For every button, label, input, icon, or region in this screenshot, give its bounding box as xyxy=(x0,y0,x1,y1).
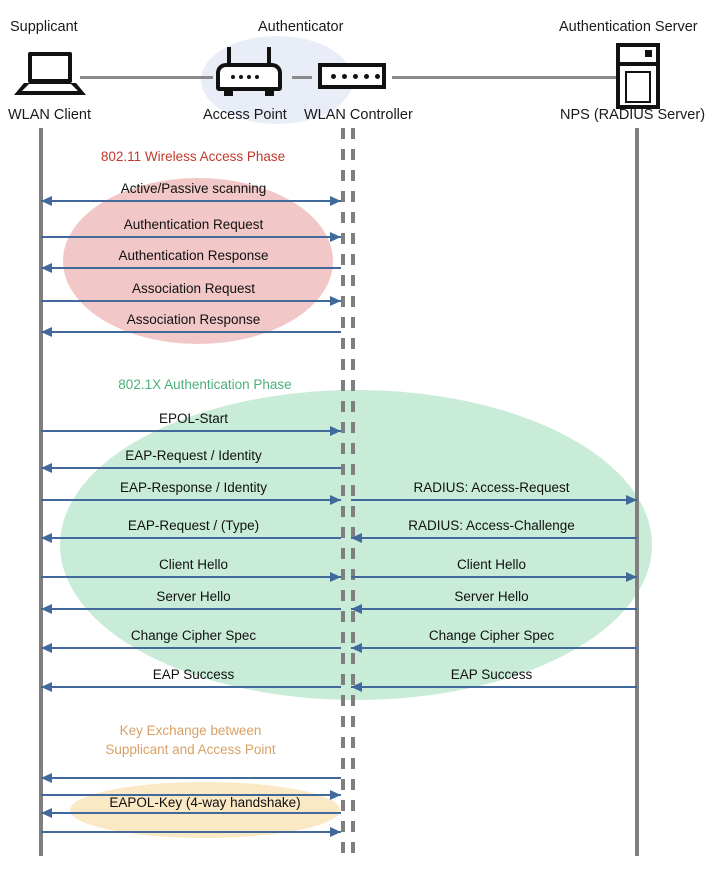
message-dot1x-authentication-right-arrowhead-4 xyxy=(626,572,637,582)
message-dot1x-authentication-right-label-2: RADIUS: Access-Request xyxy=(413,480,570,495)
message-wireless-access-left-arrowhead-0 xyxy=(330,196,341,206)
actor-device-wlan-controller: WLAN Controller xyxy=(304,107,413,123)
message-dot1x-authentication-left-label-0: EPOL-Start xyxy=(158,411,229,426)
message-key-exchange-left-arrowhead-0 xyxy=(41,773,52,783)
message-dot1x-authentication-right-line-6 xyxy=(351,647,637,649)
message-dot1x-authentication-left-label-2: EAP-Response / Identity xyxy=(119,480,268,495)
message-wireless-access-left-line-1 xyxy=(41,236,341,238)
message-dot1x-authentication-left-label-7: EAP Success xyxy=(152,667,235,682)
wire-client-to-ap xyxy=(80,76,213,79)
phase-label-key-exchange: Key Exchange between Supplicant and Acce… xyxy=(105,723,276,757)
phase-label-dot1x-authentication: 802.1X Authentication Phase xyxy=(118,377,292,392)
actor-role-supplicant: Supplicant xyxy=(10,19,78,35)
message-dot1x-authentication-left-line-2 xyxy=(41,499,341,501)
wire-ap-to-controller xyxy=(292,76,312,79)
actor-device-access-point: Access Point xyxy=(203,107,287,123)
message-wireless-access-left-line-2 xyxy=(41,267,341,269)
message-key-exchange-left-arrowhead-3 xyxy=(330,827,341,837)
laptop-icon xyxy=(14,52,86,96)
message-dot1x-authentication-left-arrowhead-4 xyxy=(330,572,341,582)
message-dot1x-authentication-right-line-3 xyxy=(351,537,637,539)
message-key-exchange-left-line-0 xyxy=(41,777,341,779)
message-dot1x-authentication-left-arrowhead-6 xyxy=(41,643,52,653)
message-dot1x-authentication-left-arrowhead-2 xyxy=(330,495,341,505)
message-dot1x-authentication-right-line-5 xyxy=(351,608,637,610)
message-wireless-access-left-label-3: Association Request xyxy=(131,281,256,296)
message-wireless-access-left-line-0 xyxy=(41,200,341,202)
message-wireless-access-left-label-2: Authentication Response xyxy=(118,248,269,263)
message-dot1x-authentication-right-line-7 xyxy=(351,686,637,688)
message-dot1x-authentication-left-label-3: EAP-Request / (Type) xyxy=(127,518,260,533)
message-dot1x-authentication-left-line-3 xyxy=(41,537,341,539)
message-dot1x-authentication-left-arrowhead-0 xyxy=(330,426,341,436)
phase-ellipse-dot1x-authentication xyxy=(60,390,652,700)
message-dot1x-authentication-left-arrowhead-1 xyxy=(41,463,52,473)
wireless-access-point-icon xyxy=(216,47,282,97)
phase-ellipse-key-exchange xyxy=(70,782,340,838)
message-dot1x-authentication-left-label-5: Server Hello xyxy=(156,589,231,604)
message-key-exchange-left-line-3 xyxy=(41,831,341,833)
message-key-exchange-left-arrowhead-1 xyxy=(330,790,341,800)
message-wireless-access-left-arrowhead-2 xyxy=(41,263,52,273)
message-dot1x-authentication-right-label-3: RADIUS: Access-Challenge xyxy=(408,518,575,533)
message-wireless-access-left-label-4: Association Response xyxy=(126,312,261,327)
wire-controller-to-server xyxy=(392,76,616,79)
message-dot1x-authentication-left-label-6: Change Cipher Spec xyxy=(130,628,257,643)
message-wireless-access-left-line-3 xyxy=(41,300,341,302)
actor-device-nps-radius-server: NPS (RADIUS Server) xyxy=(560,107,706,123)
message-wireless-access-left-line-4 xyxy=(41,331,341,333)
actor-device-wlan-client: WLAN Client xyxy=(8,107,91,123)
message-dot1x-authentication-right-label-7: EAP Success xyxy=(450,667,533,682)
message-dot1x-authentication-left-line-4 xyxy=(41,576,341,578)
message-wireless-access-left-arrowhead-4 xyxy=(41,327,52,337)
message-dot1x-authentication-right-label-4: Client Hello xyxy=(456,557,527,572)
message-key-exchange-left-arrowhead-2 xyxy=(41,808,52,818)
message-dot1x-authentication-left-label-1: EAP-Request / Identity xyxy=(125,448,262,463)
lifeline-supplicant xyxy=(39,128,43,856)
lifeline-authentication-server xyxy=(635,128,639,856)
message-dot1x-authentication-left-line-7 xyxy=(41,686,341,688)
message-wireless-access-left-label-1: Authentication Request xyxy=(123,217,264,232)
key-exchange-center-label: EAPOL-Key (4-way handshake) xyxy=(109,795,301,810)
message-dot1x-authentication-left-arrowhead-3 xyxy=(41,533,52,543)
message-dot1x-authentication-right-arrowhead-6 xyxy=(351,643,362,653)
message-dot1x-authentication-right-arrowhead-7 xyxy=(351,682,362,692)
message-dot1x-authentication-right-line-2 xyxy=(351,499,637,501)
actor-role-authentication-server: Authentication Server xyxy=(559,19,698,35)
message-key-exchange-left-line-2 xyxy=(41,812,341,814)
message-wireless-access-left-arrowhead-1 xyxy=(330,232,341,242)
message-dot1x-authentication-right-arrowhead-3 xyxy=(351,533,362,543)
lifeline-authenticator-left xyxy=(341,128,345,856)
message-dot1x-authentication-left-line-5 xyxy=(41,608,341,610)
lifeline-authenticator-right xyxy=(351,128,355,856)
message-dot1x-authentication-right-label-6: Change Cipher Spec xyxy=(428,628,555,643)
server-tower-icon xyxy=(616,43,660,109)
message-dot1x-authentication-left-line-6 xyxy=(41,647,341,649)
message-wireless-access-left-arrowhead-0 xyxy=(41,196,52,206)
message-dot1x-authentication-left-arrowhead-7 xyxy=(41,682,52,692)
message-dot1x-authentication-right-arrowhead-5 xyxy=(351,604,362,614)
phase-ellipse-wireless-access xyxy=(63,178,333,344)
wlan-controller-icon xyxy=(318,63,386,89)
actor-role-authenticator: Authenticator xyxy=(258,19,344,35)
message-key-exchange-left-line-1 xyxy=(41,794,341,796)
message-wireless-access-left-arrowhead-3 xyxy=(330,296,341,306)
phase-label-wireless-access: 802.11 Wireless Access Phase xyxy=(100,149,286,164)
message-dot1x-authentication-right-line-4 xyxy=(351,576,637,578)
message-dot1x-authentication-left-arrowhead-5 xyxy=(41,604,52,614)
message-dot1x-authentication-right-arrowhead-2 xyxy=(626,495,637,505)
message-dot1x-authentication-right-label-5: Server Hello xyxy=(454,589,529,604)
message-dot1x-authentication-left-label-4: Client Hello xyxy=(158,557,229,572)
message-dot1x-authentication-left-line-1 xyxy=(41,467,341,469)
message-dot1x-authentication-left-line-0 xyxy=(41,430,341,432)
message-wireless-access-left-label-0: Active/Passive scanning xyxy=(120,181,267,196)
